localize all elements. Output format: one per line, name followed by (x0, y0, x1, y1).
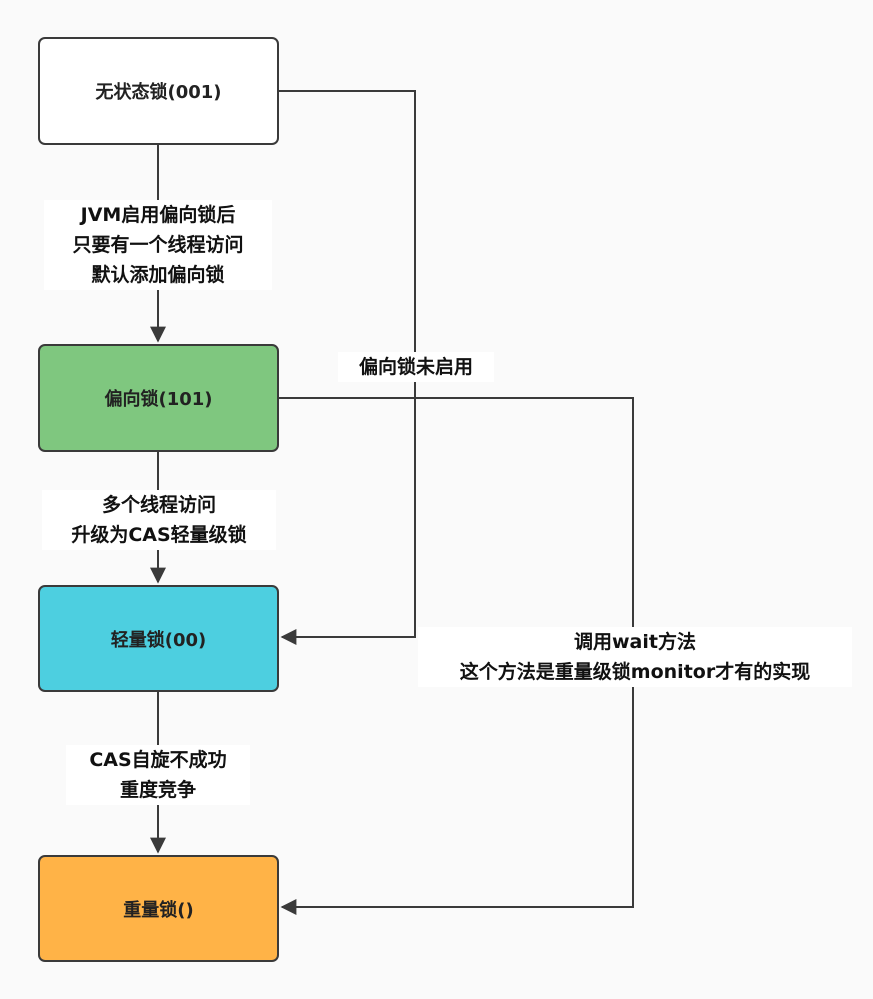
edge-label-biased-to-heavyweight: 调用wait方法 这个方法是重量级锁monitor才有的实现 (418, 627, 852, 687)
edge-label-stateless-to-biased: JVM启用偏向锁后 只要有一个线程访问 默认添加偏向锁 (44, 200, 272, 290)
node-stateless-lock-label: 无状态锁(001) (95, 82, 222, 103)
edge-label-line: 重度竞争 (119, 779, 196, 801)
edge-label-line: 升级为CAS轻量级锁 (71, 524, 247, 546)
node-heavyweight-lock-label: 重量锁() (123, 899, 194, 921)
edge-label-line: 这个方法是重量级锁monitor才有的实现 (459, 661, 811, 683)
edge-label-line: 偏向锁未启用 (358, 356, 473, 378)
node-biased-lock-label: 偏向锁(101) (104, 389, 213, 410)
node-lightweight-lock: 轻量锁(00) (38, 585, 279, 692)
edge-label-stateless-to-lightweight: 偏向锁未启用 (338, 352, 494, 382)
edge-label-biased-to-lightweight: 多个线程访问 升级为CAS轻量级锁 (42, 490, 276, 550)
edge-label-line: 默认添加偏向锁 (91, 264, 225, 286)
node-lightweight-lock-label: 轻量锁(00) (110, 629, 207, 651)
edge-label-line: CAS自旋不成功 (89, 749, 227, 771)
edge-label-line: JVM启用偏向锁后 (80, 204, 236, 226)
edge-label-line: 只要有一个线程访问 (72, 234, 244, 256)
edge-label-line: 调用wait方法 (574, 631, 696, 653)
edge-label-lightweight-to-heavyweight: CAS自旋不成功 重度竞争 (66, 745, 250, 805)
node-heavyweight-lock: 重量锁() (38, 855, 279, 962)
node-biased-lock: 偏向锁(101) (38, 344, 279, 452)
edge-label-line: 多个线程访问 (101, 494, 216, 516)
node-stateless-lock: 无状态锁(001) (38, 37, 279, 145)
